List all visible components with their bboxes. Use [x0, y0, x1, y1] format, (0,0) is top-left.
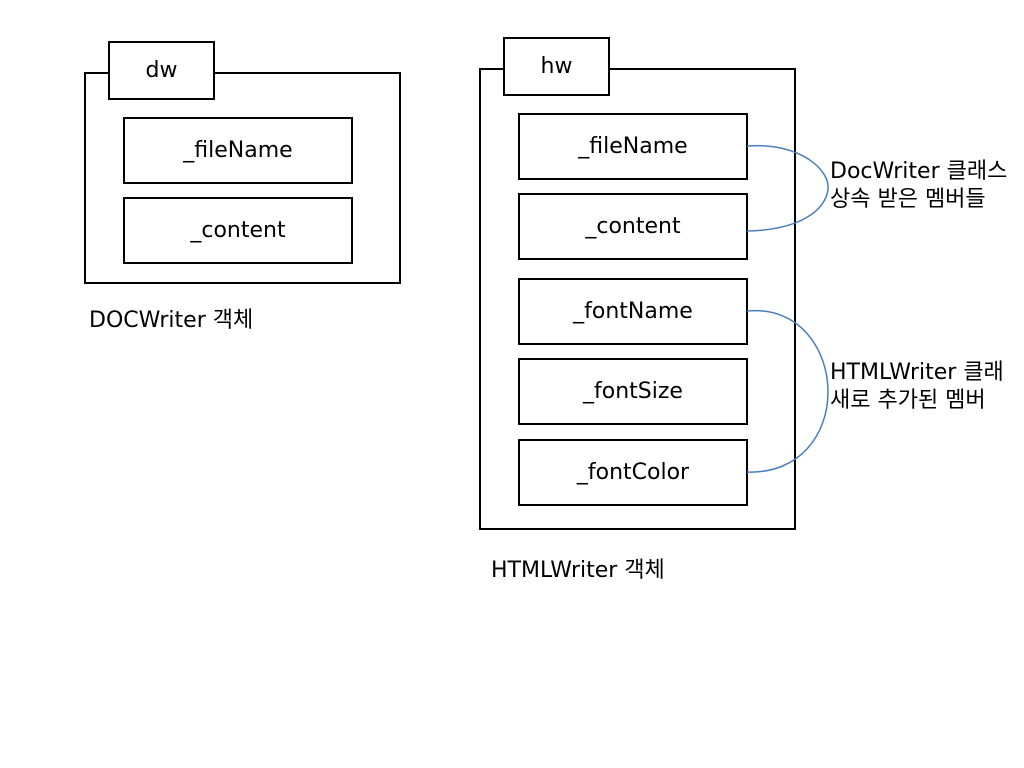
doc-writer-variable-tab: dw — [108, 41, 215, 100]
html-writer-caption: HTMLWriter 객체 — [491, 558, 665, 583]
html-member-content: _content — [518, 193, 748, 260]
doc-member-filename: _fileName — [123, 117, 353, 184]
added-members-note: HTMLWriter 클래 새로 추가된 멤버 — [830, 359, 1004, 415]
inherited-note-line1: DocWriter 클래스 — [830, 159, 1008, 184]
added-note-line1: HTMLWriter 클래 — [830, 360, 1004, 385]
html-member-fontname: _fontName — [518, 278, 748, 345]
doc-member-content: _content — [123, 197, 353, 264]
doc-writer-caption: DOCWriter 객체 — [89, 308, 254, 333]
html-writer-variable-tab: hw — [503, 37, 610, 96]
inherited-note-line2: 상속 받은 멤버들 — [830, 187, 986, 212]
inherited-members-brace — [746, 144, 829, 232]
inherited-members-note: DocWriter 클래스 상속 받은 멤버들 — [830, 158, 1007, 214]
added-members-brace — [746, 309, 829, 473]
html-member-fontsize: _fontSize — [518, 358, 748, 425]
html-member-fontcolor: _fontColor — [518, 439, 748, 506]
added-note-line2: 새로 추가된 멤버 — [830, 388, 986, 413]
html-member-filename: _fileName — [518, 113, 748, 180]
